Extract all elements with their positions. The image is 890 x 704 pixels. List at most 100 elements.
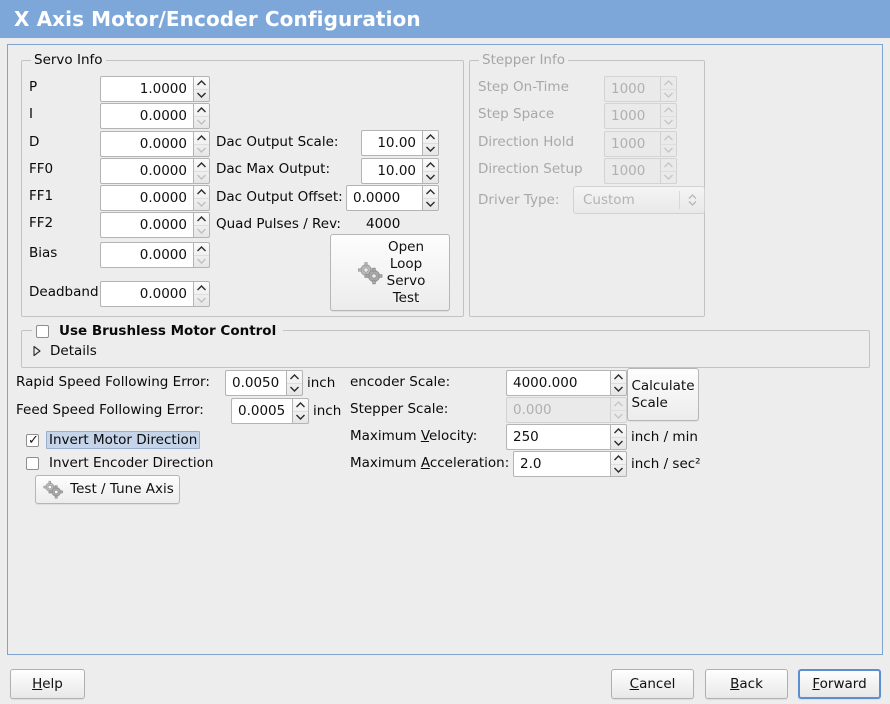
maximum-acceleration-increment-icon[interactable] — [611, 452, 626, 464]
invert-motor-checkbox-box[interactable]: ✓ — [26, 433, 39, 448]
rapid-speed-following-error-stepper[interactable] — [286, 370, 303, 396]
i-increment-icon[interactable] — [194, 104, 209, 116]
invert-motor-direction-checkbox[interactable]: ✓ Invert Motor Direction — [26, 431, 201, 449]
i-stepper[interactable] — [193, 103, 210, 129]
ff1-decrement-icon[interactable] — [194, 197, 209, 211]
dac-max-output-value[interactable]: 10.00 — [361, 158, 422, 184]
maximum-acceleration-decrement-icon[interactable] — [611, 463, 626, 477]
ff1-spinbutton[interactable]: 0.0000 — [100, 185, 210, 211]
maximum-acceleration-value[interactable]: 2.0 — [513, 451, 610, 477]
back-button[interactable]: Back — [705, 669, 788, 699]
bias-increment-icon[interactable] — [194, 243, 209, 255]
deadband-value[interactable]: 0.0000 — [100, 281, 193, 307]
bias-spinbutton[interactable]: 0.0000 — [100, 242, 210, 268]
dac-output-scale-value[interactable]: 10.00 — [361, 130, 422, 156]
dac-output-scale-spinbutton[interactable]: 10.00 — [361, 130, 439, 156]
ff0-value[interactable]: 0.0000 — [100, 158, 193, 184]
bias-stepper[interactable] — [193, 242, 210, 268]
maximum-velocity-spinbutton[interactable]: 250 — [506, 424, 627, 450]
encoder-scale-decrement-icon[interactable] — [611, 382, 626, 396]
ff2-stepper[interactable] — [193, 212, 210, 238]
dac-output-scale-decrement-icon[interactable] — [423, 142, 438, 156]
help-button[interactable]: Help — [10, 669, 85, 699]
i-spinbutton[interactable]: 0.0000 — [100, 103, 210, 129]
deadband-increment-icon[interactable] — [194, 282, 209, 294]
ff1-increment-icon[interactable] — [194, 186, 209, 198]
feed-decrement-icon[interactable] — [293, 410, 308, 424]
maximum-velocity-value[interactable]: 250 — [506, 424, 610, 450]
dac-output-scale-increment-icon[interactable] — [423, 131, 438, 143]
encoder-scale-stepper[interactable] — [610, 370, 627, 396]
feed-increment-icon[interactable] — [293, 399, 308, 411]
feed-speed-following-error-stepper[interactable] — [292, 398, 309, 424]
ff0-increment-icon[interactable] — [194, 159, 209, 171]
i-value[interactable]: 0.0000 — [100, 103, 193, 129]
dac-max-output-increment-icon[interactable] — [423, 159, 438, 171]
use-brushless-motor-control-checkbox[interactable]: Use Brushless Motor Control — [32, 322, 284, 340]
d-stepper[interactable] — [193, 131, 210, 157]
ff2-increment-icon[interactable] — [194, 213, 209, 225]
chevron-right-icon[interactable] — [32, 345, 42, 357]
ff2-decrement-icon[interactable] — [194, 224, 209, 238]
bias-value[interactable]: 0.0000 — [100, 242, 193, 268]
brushless-checkbox-box[interactable] — [36, 324, 49, 338]
invert-encoder-checkbox-box[interactable] — [26, 456, 39, 470]
d-increment-icon[interactable] — [194, 132, 209, 144]
direction-hold-stepper — [660, 131, 677, 157]
ff0-spinbutton[interactable]: 0.0000 — [100, 158, 210, 184]
p-decrement-icon[interactable] — [194, 88, 209, 102]
rapid-speed-following-error-value[interactable]: 0.0050 — [225, 370, 286, 396]
ff1-value[interactable]: 0.0000 — [100, 185, 193, 211]
calculate-scale-button[interactable]: Calculate Scale — [627, 368, 699, 421]
dac-output-offset-spinbutton[interactable]: 0.0000 — [346, 185, 439, 211]
i-decrement-icon[interactable] — [194, 115, 209, 129]
servo-info-group: Servo Info — [21, 52, 464, 317]
dac-output-offset-value[interactable]: 0.0000 — [346, 185, 422, 211]
details-expander[interactable]: Details — [32, 343, 97, 359]
rapid-decrement-icon[interactable] — [287, 382, 302, 396]
p-value[interactable]: 1.0000 — [100, 76, 193, 102]
p-stepper[interactable] — [193, 76, 210, 102]
d-value[interactable]: 0.0000 — [100, 131, 193, 157]
cancel-button[interactable]: Cancel — [611, 669, 694, 699]
maximum-velocity-decrement-icon[interactable] — [611, 436, 626, 450]
direction-setup-value: 1000 — [604, 158, 660, 184]
dac-max-output-spinbutton[interactable]: 10.00 — [361, 158, 439, 184]
ff0-stepper[interactable] — [193, 158, 210, 184]
invert-encoder-direction-checkbox[interactable]: Invert Encoder Direction — [26, 454, 216, 472]
dac-output-scale-stepper[interactable] — [422, 130, 439, 156]
ff2-spinbutton[interactable]: 0.0000 — [100, 212, 210, 238]
ff1-stepper[interactable] — [193, 185, 210, 211]
dac-output-offset-decrement-icon[interactable] — [423, 197, 438, 211]
deadband-spinbutton[interactable]: 0.0000 — [100, 281, 210, 307]
maximum-acceleration-stepper[interactable] — [610, 451, 627, 477]
forward-button[interactable]: Forward — [798, 669, 881, 699]
feed-speed-following-error-spinbutton[interactable]: 0.0005 — [231, 398, 309, 424]
dac-max-output-stepper[interactable] — [422, 158, 439, 184]
open-loop-servo-test-button[interactable]: Open Loop Servo Test — [330, 234, 450, 311]
encoder-scale-value[interactable]: 4000.000 — [506, 370, 610, 396]
bias-decrement-icon[interactable] — [194, 254, 209, 268]
deadband-stepper[interactable] — [193, 281, 210, 307]
ff0-decrement-icon[interactable] — [194, 170, 209, 184]
dac-output-offset-increment-icon[interactable] — [423, 186, 438, 198]
d-decrement-icon[interactable] — [194, 143, 209, 157]
maximum-velocity-stepper[interactable] — [610, 424, 627, 450]
rapid-increment-icon[interactable] — [287, 371, 302, 383]
maximum-velocity-increment-icon[interactable] — [611, 425, 626, 437]
dac-max-output-decrement-icon[interactable] — [423, 170, 438, 184]
deadband-decrement-icon[interactable] — [194, 293, 209, 307]
label-dac-max-output: Dac Max Output: — [216, 161, 331, 177]
encoder-scale-increment-icon[interactable] — [611, 371, 626, 383]
encoder-scale-spinbutton[interactable]: 4000.000 — [506, 370, 627, 396]
p-increment-icon[interactable] — [194, 77, 209, 89]
feed-speed-following-error-value[interactable]: 0.0005 — [231, 398, 292, 424]
brushless-group — [21, 330, 870, 368]
ff2-value[interactable]: 0.0000 — [100, 212, 193, 238]
rapid-speed-following-error-spinbutton[interactable]: 0.0050 — [225, 370, 303, 396]
test-tune-axis-button[interactable]: Test / Tune Axis — [35, 475, 180, 504]
d-spinbutton[interactable]: 0.0000 — [100, 131, 210, 157]
maximum-acceleration-spinbutton[interactable]: 2.0 — [513, 451, 627, 477]
p-spinbutton[interactable]: 1.0000 — [100, 76, 210, 102]
dac-output-offset-stepper[interactable] — [422, 185, 439, 211]
